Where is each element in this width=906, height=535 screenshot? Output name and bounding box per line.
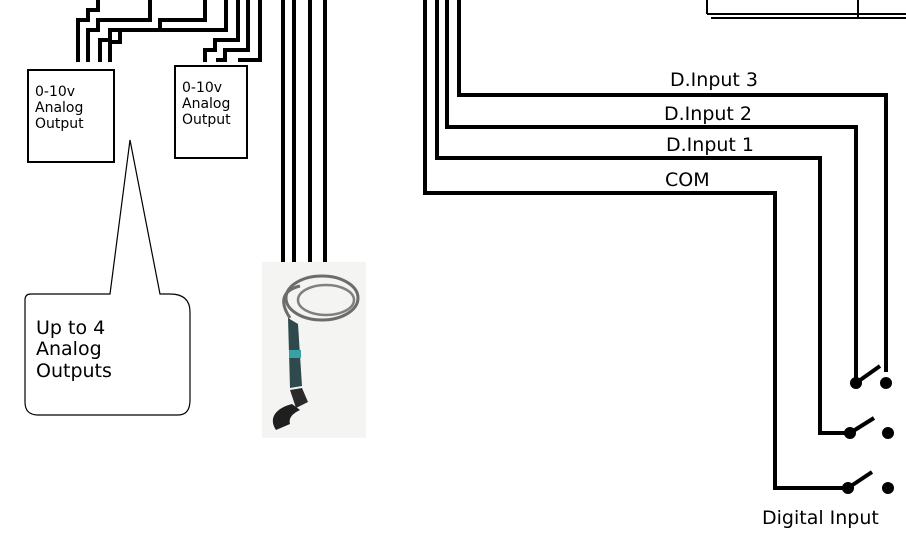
- analog-output-2-wires: [203, 0, 262, 62]
- analog-output-box-2: [174, 65, 248, 159]
- callout-line2: Analog: [36, 338, 102, 361]
- com-label: COM: [665, 169, 710, 191]
- analog-output-2-line1: 0-10v: [182, 80, 223, 96]
- analog-output-1-line3: Output: [35, 116, 84, 133]
- wire-d-input-3: [457, 0, 888, 372]
- callout-line1: Up to 4: [36, 317, 106, 339]
- analog-output-1-line2: Analog: [35, 100, 84, 117]
- wire-d-input-2: [445, 0, 858, 383]
- analog-output-2-label: 0-10v Analog Output: [182, 80, 231, 128]
- callout-text: Up to 4 Analog Outputs: [36, 317, 112, 382]
- callout-balloon: [24, 139, 191, 416]
- digital-input-label: Digital Input: [762, 507, 879, 529]
- d-input-2-label: D.Input 2: [664, 103, 752, 125]
- probe-cable-bundle: [281, 0, 327, 262]
- controller-box-edge: [706, 0, 906, 19]
- d-input-3-label: D.Input 3: [670, 69, 758, 91]
- probe-photo: [262, 262, 366, 438]
- analog-output-2-line2: Analog: [182, 96, 231, 113]
- analog-output-1-wires: [76, 0, 228, 62]
- callout-line3: Outputs: [36, 359, 112, 382]
- wire-d-input-1: [435, 0, 848, 435]
- analog-output-box-1: [27, 69, 115, 163]
- digital-input-wires: [423, 0, 888, 490]
- analog-output-1-line1: 0-10v: [35, 84, 76, 100]
- analog-output-2-line3: Output: [182, 112, 231, 129]
- d-input-1-label: D.Input 1: [666, 134, 754, 156]
- wire-com: [423, 0, 846, 490]
- analog-output-1-label: 0-10v Analog Output: [35, 84, 84, 132]
- digital-input-switches: [842, 364, 894, 494]
